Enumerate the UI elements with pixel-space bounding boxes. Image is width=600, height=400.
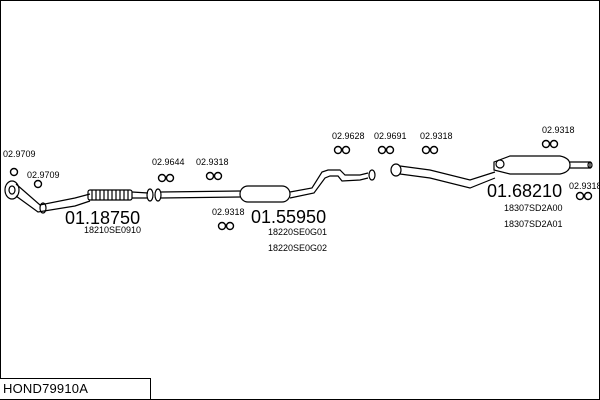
clamp-code: 02.9628 (332, 131, 365, 141)
diagram-title: HOND79910A (3, 381, 89, 396)
clamp-code: 02.9318 (212, 207, 245, 217)
clamp-icon (333, 145, 351, 155)
part-code: 01.18750 (65, 208, 140, 228)
clamp-icon (377, 145, 395, 155)
clamp-code: 02.9318 (542, 125, 575, 135)
clamp-code: 02.9644 (152, 157, 185, 167)
oem-number: 18220SE0G01 (268, 227, 327, 237)
clamp-code: 02.9691 (374, 131, 407, 141)
clamp-code: 02.9318 (196, 157, 229, 167)
clamp-icon (421, 145, 439, 155)
clamp-code: 02.9318 (420, 131, 453, 141)
clamp-icon (9, 167, 19, 177)
clamp-icon (33, 179, 43, 189)
clamp-icon (217, 221, 235, 231)
title-box: HOND79910A (0, 378, 151, 399)
rear-silencer-drawing (390, 155, 593, 189)
front-pipe-drawing (4, 180, 154, 214)
oem-number: 18210SE0910 (84, 225, 141, 235)
clamp-icon (575, 191, 593, 201)
part-code: 01.68210 (487, 181, 562, 201)
middle-silencer-drawing (154, 169, 376, 203)
clamp-code: 02.9709 (27, 170, 60, 180)
clamp-icon (541, 139, 559, 149)
clamp-code: 02.9318 (569, 181, 600, 191)
clamp-code: 02.9709 (3, 149, 36, 159)
oem-number: 18307SD2A00 (504, 203, 563, 213)
oem-number: 18220SE0G02 (268, 243, 327, 253)
clamp-icon (157, 173, 175, 183)
clamp-icon (205, 171, 223, 181)
oem-number: 18307SD2A01 (504, 219, 563, 229)
hanger-icons (9, 139, 593, 231)
part-code: 01.55950 (251, 207, 326, 227)
